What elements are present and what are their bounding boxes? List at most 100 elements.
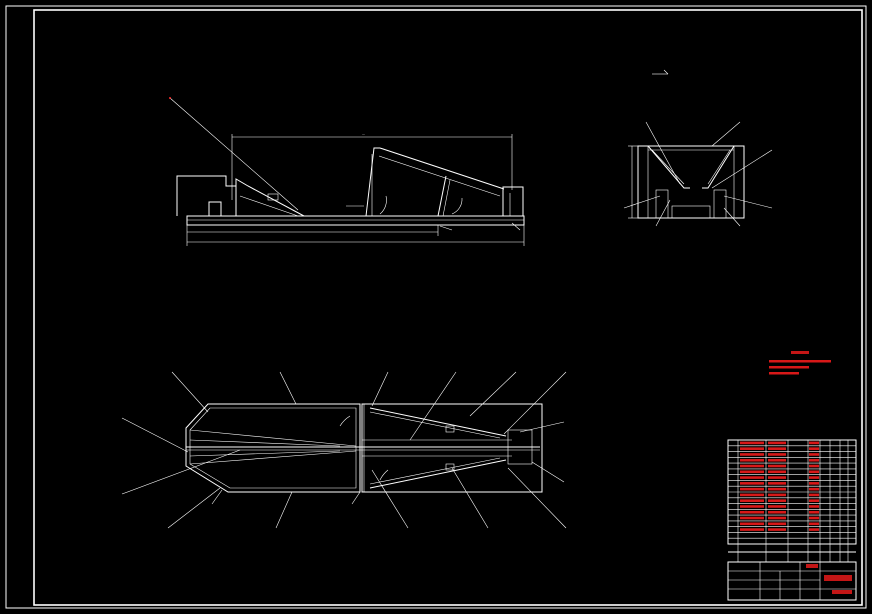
- parts-row-text: [768, 510, 786, 514]
- parts-row-text: [768, 458, 786, 462]
- parts-row-text: [768, 487, 786, 491]
- plan-arm-upper: [369, 407, 507, 437]
- plan-diag-upper: [189, 429, 357, 447]
- parts-row-text: [809, 516, 819, 520]
- parts-row-text: [740, 510, 764, 514]
- plan-leader-16: [351, 491, 361, 505]
- parts-row-text: [809, 441, 819, 445]
- leader-line-4: [511, 222, 521, 231]
- parts-row-text: [740, 476, 764, 479]
- parts-row-text: [740, 487, 764, 491]
- parts-row-text: [768, 453, 786, 456]
- top-dimension-text: —: [362, 132, 365, 136]
- parts-row-text: [809, 482, 819, 485]
- plan-angle-arc-1: [339, 415, 351, 427]
- section-center-box: [671, 205, 711, 219]
- plan-mark-lower: [445, 463, 455, 471]
- parts-row-text: [768, 522, 786, 526]
- parts-row-text: [809, 499, 819, 502]
- base-slab: [186, 215, 525, 226]
- plan-arm-lower-inner: [369, 457, 501, 485]
- section-right-diagonal-inner: [707, 149, 731, 185]
- section-left-diagonal: [647, 145, 690, 189]
- title-block: [727, 561, 857, 601]
- plan-diag-upper-2: [189, 439, 341, 447]
- angle-arc-2: [451, 197, 463, 215]
- left-slope: [235, 178, 305, 217]
- plan-leader-6: [503, 371, 567, 435]
- plan-leader-4: [409, 371, 457, 441]
- plan-leader-7: [519, 421, 565, 433]
- plan-diag-lower-2: [189, 450, 341, 457]
- slope-marker-block: [267, 193, 279, 201]
- section-left-box: [655, 189, 669, 219]
- parts-row-text: [740, 482, 764, 485]
- parts-row-text: [768, 482, 786, 485]
- plan-left-outline: [185, 403, 361, 493]
- parts-row-text: [809, 464, 819, 468]
- plan-leader-1: [171, 371, 209, 413]
- parts-row-text: [809, 528, 819, 531]
- section-right-box: [713, 189, 727, 219]
- plan-leader-10: [167, 487, 221, 529]
- plan-leader-3: [371, 371, 389, 407]
- technical-notes: [769, 351, 831, 375]
- plan-leader-13: [451, 467, 489, 529]
- section-leader-5: [623, 195, 661, 209]
- parts-row-text: [740, 505, 764, 508]
- leader-dot: [169, 97, 171, 99]
- frame-top-inner: [378, 155, 501, 197]
- left-small-block: [208, 201, 222, 217]
- parts-row-text: [768, 447, 786, 450]
- section-outline: [637, 145, 745, 219]
- parts-row-text: [768, 505, 786, 508]
- parts-row-text: [768, 464, 786, 468]
- section-view-marker-icon: [652, 69, 669, 75]
- parts-row-text: [809, 493, 819, 497]
- parts-row-text: [809, 470, 819, 474]
- plan-arm-upper-inner: [369, 411, 501, 439]
- parts-row-text: [809, 447, 819, 450]
- leader-line-3: [439, 225, 453, 231]
- plan-leader-17: [211, 489, 223, 505]
- plan-leader-8: [121, 417, 189, 453]
- plan-leader-11: [275, 491, 293, 529]
- plan-angle-arc-2: [379, 469, 389, 481]
- leader-line-1: [169, 97, 299, 211]
- section-leader-2: [711, 121, 741, 147]
- parts-row-text: [809, 487, 819, 491]
- parts-row-text: [740, 499, 764, 502]
- plan-leader-12: [371, 469, 409, 529]
- left-slope-inner: [239, 195, 299, 217]
- parts-row-text: [809, 453, 819, 456]
- section-right-diagonal: [702, 145, 735, 189]
- parts-row-text: [768, 528, 786, 531]
- parts-row-text: [809, 476, 819, 479]
- plan-view: [121, 371, 567, 529]
- parts-row-text: [740, 470, 764, 474]
- plan-leader-9: [121, 449, 241, 495]
- frame-strut-inner: [442, 179, 451, 217]
- parts-row-text: [768, 470, 786, 474]
- section-leader-1: [645, 121, 681, 185]
- parts-row-text: [768, 493, 786, 497]
- parts-row-text: [740, 516, 764, 520]
- frame-strut: [437, 175, 447, 217]
- parts-row-text: [740, 453, 764, 456]
- plan-leader-5: [469, 371, 517, 417]
- parts-row-text: [809, 522, 819, 526]
- plan-diag-lower: [189, 450, 357, 465]
- plan-mark-upper: [445, 425, 455, 433]
- left-end-block: [176, 175, 237, 216]
- angle-arc-1: [379, 195, 387, 215]
- outer-frame: [5, 5, 867, 609]
- parts-row-text: [768, 499, 786, 502]
- parts-row-text: [740, 458, 764, 462]
- parts-row-text: [768, 516, 786, 520]
- parts-row-text: [809, 505, 819, 508]
- plan-arm-lower: [369, 459, 507, 489]
- parts-row-text: [768, 476, 786, 479]
- plan-leader-2: [279, 371, 297, 405]
- section-view: [623, 69, 773, 227]
